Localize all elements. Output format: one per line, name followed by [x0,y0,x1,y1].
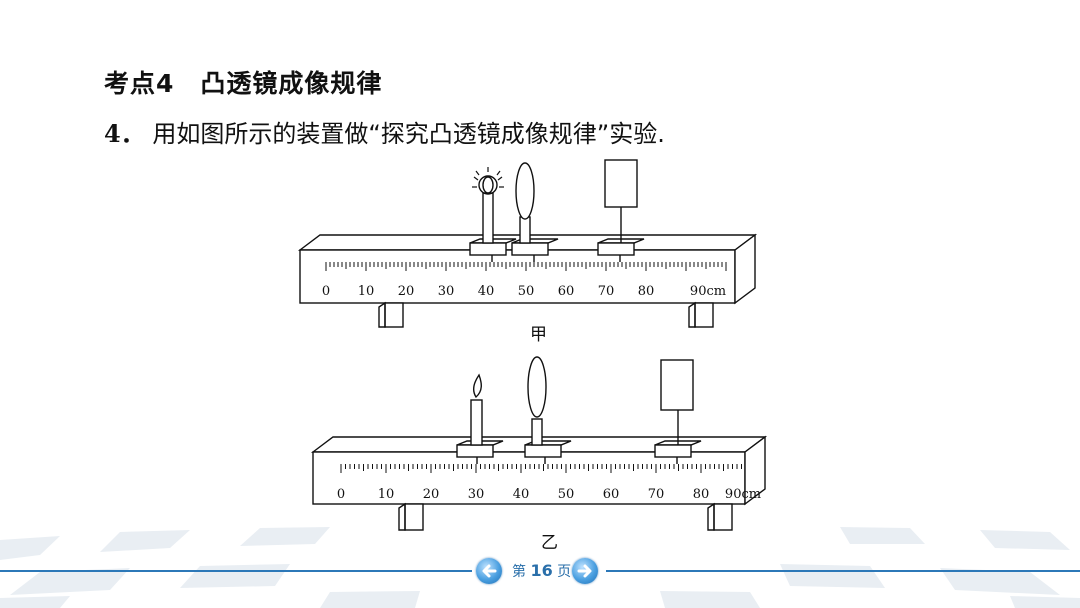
nav-divider-left [0,570,472,572]
tick-label: 50 [518,284,535,299]
tick-label: 30 [468,487,485,502]
tick-label: 20 [398,284,415,299]
tick-label: 30 [438,284,455,299]
tick-label: 10 [378,487,395,502]
page-navigation: 第 16 页 [0,555,1080,587]
question-text: 4． 用如图所示的装置做“探究凸透镜成像规律”实验. [104,114,665,149]
arrow-left-icon [482,564,497,578]
section-heading: 考点4 凸透镜成像规律 [104,64,382,100]
tick-label: 70 [598,284,615,299]
tick-label: 20 [423,487,440,502]
question-body: 用如图所示的装置做“探究凸透镜成像规律”实验. [152,120,665,148]
page-prefix: 第 [512,564,526,580]
tick-label: 80 [638,284,655,299]
tick-label: 80 [693,487,710,502]
heading-title: 凸透镜成像规律 [200,69,383,98]
figure-b-caption: 乙 [541,533,558,553]
question-number: 4． [104,119,145,148]
tick-label: 40 [478,284,495,299]
tick-label: 70 [648,487,665,502]
heading-label: 考点4 [104,69,175,98]
figure-a-caption: 甲 [530,325,547,345]
tick-label: 90cm [690,284,726,299]
next-page-button[interactable] [572,558,598,584]
tick-label: 0 [337,487,345,502]
tick-label: 10 [358,284,375,299]
tick-label: 0 [322,284,330,299]
tick-label: 90cm [725,487,761,502]
tick-label: 60 [558,284,575,299]
nav-divider-right [606,570,1080,572]
optical-bench-figure-b: 0 10 20 30 40 50 60 70 80 90cm [310,356,768,531]
prev-page-button[interactable] [476,558,502,584]
tick-label: 60 [603,487,620,502]
page-indicator: 第 16 页 [512,561,571,581]
tick-label: 40 [513,487,530,502]
tick-label: 50 [558,487,575,502]
optical-bench-figure-a: 0 10 20 30 40 50 60 70 80 90cm [297,159,758,328]
arrow-right-icon [577,564,592,578]
page-number: 16 [530,561,553,580]
page-suffix: 页 [557,564,572,580]
